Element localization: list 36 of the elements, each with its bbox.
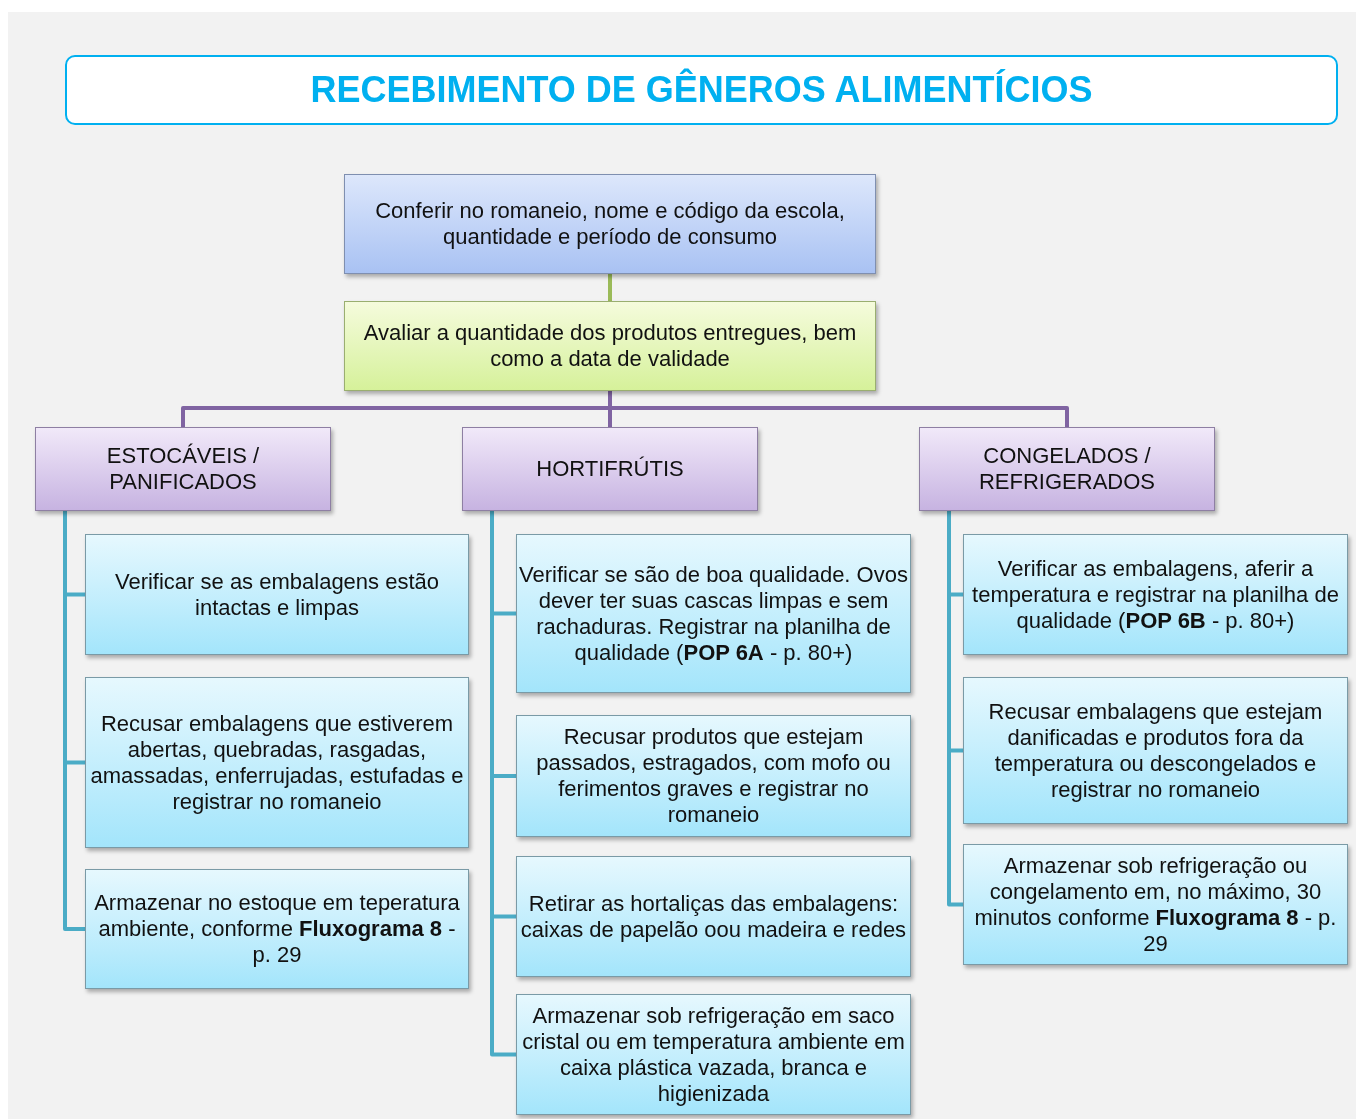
process-box: [85, 534, 469, 655]
process-box: [516, 994, 911, 1115]
box-text: Armazenar sob refrigeração ou congelamento em, no máximo, 30 minutos conforme Fluxograma 8 - p. 29: [973, 852, 1338, 957]
box-text: Avaliar a quantidade dos produtos entregues, bem como a data de validade: [362, 320, 858, 372]
box-text: ESTOCÁVEIS / PANIFICADOS: [105, 443, 261, 495]
box-text: Armazenar no estoque em teperatura ambiente, conforme Fluxograma 8 - p. 29: [93, 890, 461, 968]
process-box: [516, 715, 911, 837]
title: RECEBIMENTO DE GÊNEROS ALIMENTÍCIOS: [65, 55, 1338, 125]
box-text: CONGELADOS / REFRIGERADOS: [978, 443, 1156, 495]
process-box: [85, 677, 469, 848]
connector-line: [608, 274, 612, 301]
process-box: [963, 844, 1348, 965]
connector-line: [608, 391, 1069, 427]
process-box: [344, 301, 876, 391]
process-box: [516, 856, 911, 977]
box-text: Verificar se as embalagens estão intactas e limpas: [113, 568, 441, 621]
process-box: [963, 677, 1348, 824]
box-text: Armazenar sob refrigeração em saco cristal ou em temperatura ambiente em caixa plástica vazada, branca e higienizada: [521, 1002, 906, 1107]
box-text: Conferir no romaneio, nome e código da escola, quantidade e período de consumo: [374, 198, 846, 250]
box-text: Retirar as hortaliças das embalagens: caixas de papelão oou madeira e redes: [519, 890, 908, 943]
box-text: Verificar as embalagens, aferir a temperatura e registrar na planilha de qualidade (POP 6B - p. 80+): [971, 555, 1340, 634]
process-box: [35, 427, 331, 511]
box-text: Recusar embalagens que estejam danificadas e produtos fora da temperatura ou descongelados e registrar no romaneio: [987, 698, 1324, 803]
process-box: [462, 427, 758, 511]
connector-line: [947, 511, 963, 907]
box-text: Verificar se são de boa qualidade. Ovos dever ter suas cascas limpas e sem rachaduras. Registrar na planilha de qualidade (POP 6A - p. 80+): [519, 561, 908, 666]
box-text: Recusar embalagens que estiverem abertas, quebradas, rasgadas, amassadas, enferrujadas, estufadas e registrar no romaneio: [89, 710, 465, 815]
process-box: [963, 534, 1348, 655]
connector-line: [490, 511, 516, 1057]
box-text: HORTIFRÚTIS: [536, 456, 684, 482]
box-text: Recusar produtos que estejam passados, estragados, com mofo ou ferimentos graves e registrar no romaneio: [535, 724, 892, 828]
connector-line: [63, 511, 85, 931]
process-box: [919, 427, 1215, 511]
process-box: [85, 869, 469, 989]
process-box: [344, 174, 876, 274]
process-box: [516, 534, 911, 693]
